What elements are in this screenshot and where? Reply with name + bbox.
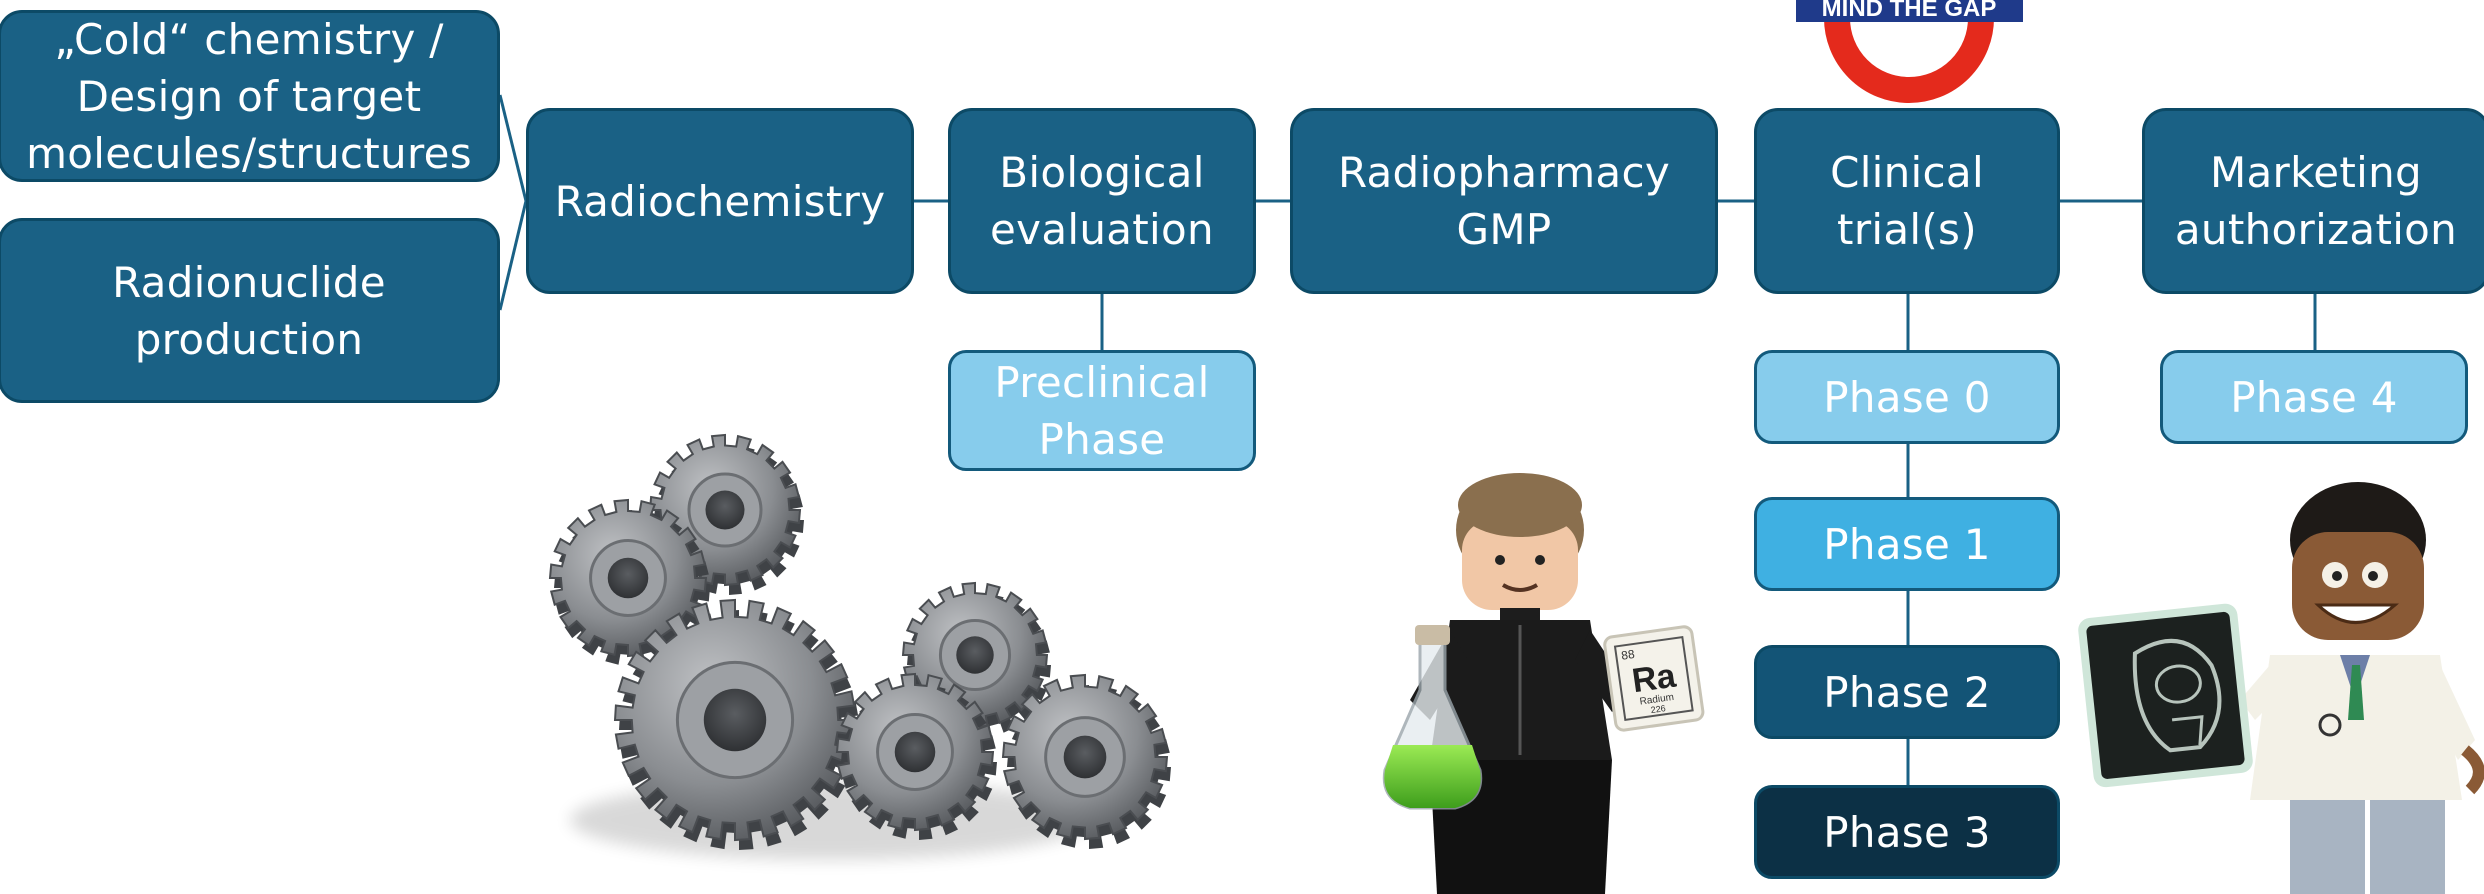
phase-2-label: Phase 2 <box>1823 667 1991 717</box>
phase-3-label: Phase 3 <box>1823 807 1991 857</box>
biological-evaluation-box: Biological evaluation <box>948 108 1256 294</box>
radiochemistry-label: Radiochemistry <box>554 176 886 226</box>
radiopharmacy-gmp-label: Radiopharmacy GMP <box>1337 148 1671 254</box>
radionuclide-production-box: Radionuclide production <box>0 218 500 403</box>
preclinical-phase-label: Preclinical Phase <box>994 357 1210 464</box>
radiochemistry-box: Radiochemistry <box>526 108 914 294</box>
phase-0-box: Phase 0 <box>1754 350 2060 444</box>
phase-4-label: Phase 4 <box>2230 372 2398 422</box>
preclinical-phase-box: Preclinical Phase <box>948 350 1256 471</box>
phase-1-label: Phase 1 <box>1823 519 1991 569</box>
phase-4-box: Phase 4 <box>2160 350 2468 444</box>
radiopharmacy-gmp-box: Radiopharmacy GMP <box>1290 108 1718 294</box>
cold-chemistry-box: „Cold“ chemistry / Design of target mole… <box>0 10 500 182</box>
cold-chemistry-label: „Cold“ chemistry / Design of target mole… <box>26 14 472 178</box>
biological-evaluation-label: Biological evaluation <box>990 148 1214 254</box>
phase-2-box: Phase 2 <box>1754 645 2060 739</box>
phase-0-label: Phase 0 <box>1823 372 1991 422</box>
connector-radionuclide-to-radiochem <box>498 200 528 311</box>
marketing-authorization-label: Marketing authorization <box>2174 148 2458 254</box>
clinical-trials-label: Clinical trial(s) <box>1830 148 1984 254</box>
phase-3-box: Phase 3 <box>1754 785 2060 879</box>
marketing-authorization-box: Marketing authorization <box>2142 108 2484 294</box>
phase-1-box: Phase 1 <box>1754 497 2060 591</box>
clinical-trials-box: Clinical trial(s) <box>1754 108 2060 294</box>
radionuclide-production-label: Radionuclide production <box>112 257 386 364</box>
connector-cold-to-radiochem <box>498 94 528 202</box>
